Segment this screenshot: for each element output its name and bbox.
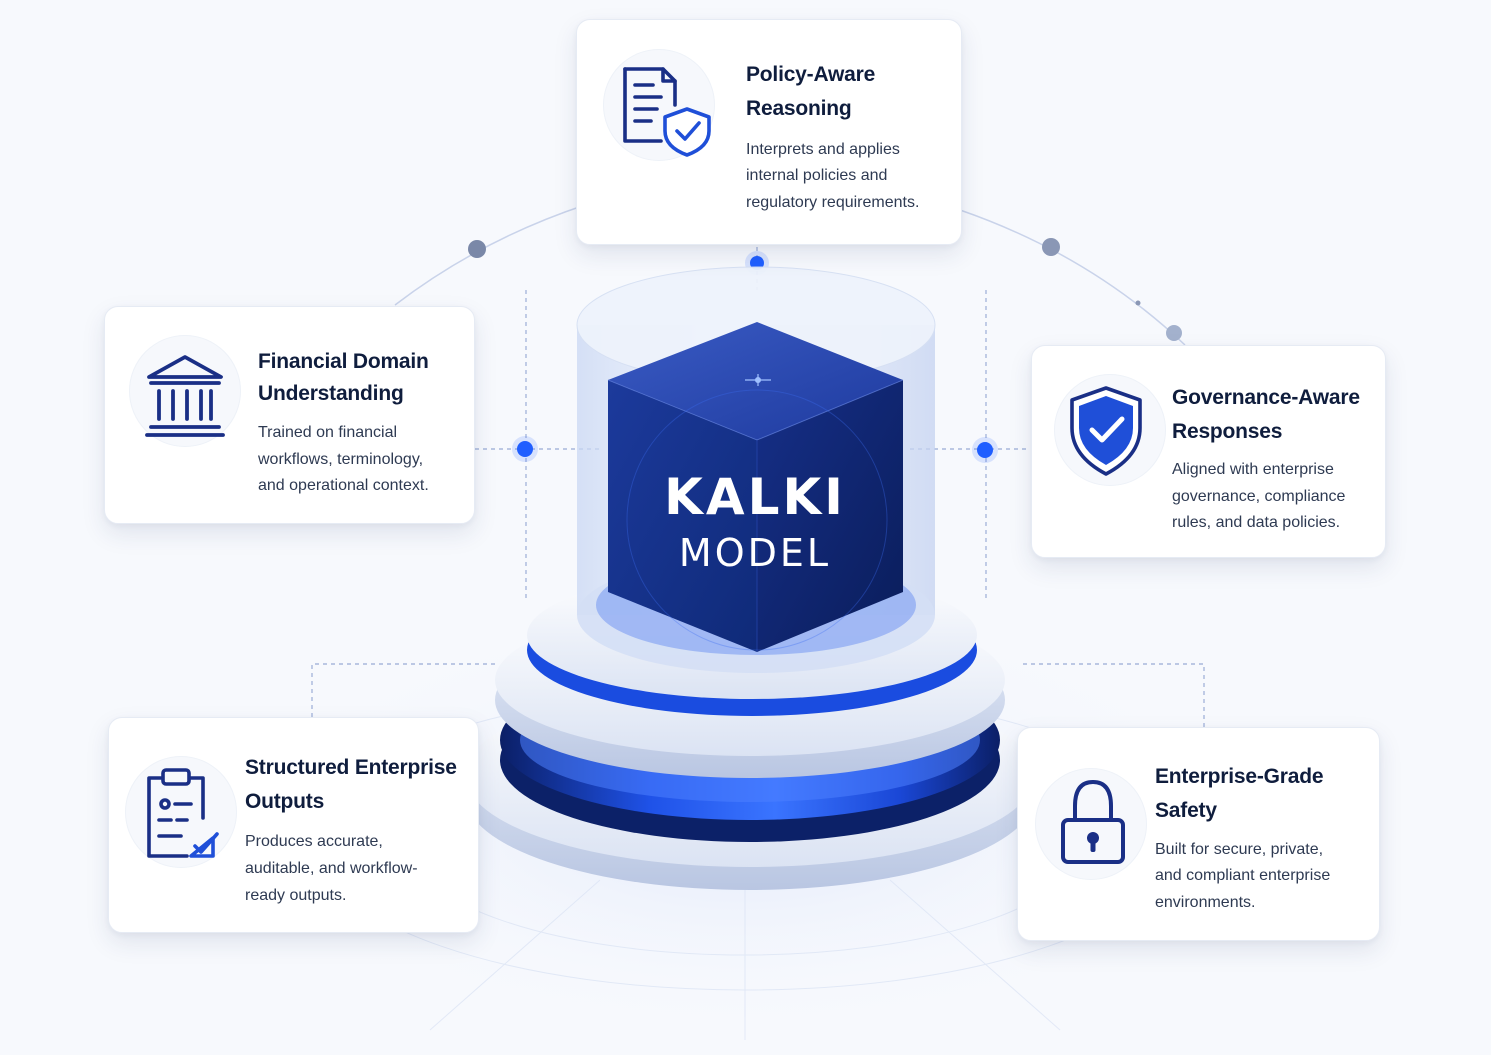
card-desc-line3: and operational context. [258, 477, 429, 494]
card-title-line2: Safety [1155, 799, 1217, 822]
model-name-line1: KALKI [664, 468, 846, 526]
model-name-line2: MODEL [678, 531, 832, 575]
card-desc-line2: internal policies and [746, 167, 888, 184]
feature-card-policy: Policy-Aware Reasoning Interprets and ap… [576, 19, 962, 245]
shield-check-icon [1070, 386, 1142, 476]
card-desc-line2: and compliant enterprise [1155, 867, 1331, 884]
card-desc-line1: Built for secure, private, [1155, 841, 1324, 858]
icon-badge [1035, 768, 1147, 880]
card-title-line1: Structured Enterprise [245, 756, 457, 779]
card-title-line2: Outputs [245, 790, 325, 813]
card-desc-line3: rules, and data policies. [1172, 514, 1341, 531]
card-title-line2: Responses [1172, 420, 1283, 443]
icon-badge [129, 335, 241, 447]
icon-badge [1054, 374, 1166, 486]
icon-badge [603, 49, 715, 161]
card-desc-line1: Trained on financial [258, 424, 398, 441]
card-desc-line3: ready outputs. [245, 887, 347, 904]
card-desc-line2: auditable, and workflow- [245, 860, 418, 877]
icon-badge [125, 756, 237, 868]
card-title-line1: Enterprise-Grade [1155, 765, 1324, 788]
lock-icon [1061, 780, 1125, 864]
card-desc-line2: governance, compliance [1172, 488, 1346, 505]
card-desc-line3: environments. [1155, 894, 1256, 911]
feature-card-structured: Structured Enterprise Outputs Produces a… [108, 717, 479, 933]
document-shield-icon [623, 67, 711, 157]
card-desc-line1: Aligned with enterprise [1172, 461, 1334, 478]
bank-icon [145, 355, 225, 437]
card-title-line2: Reasoning [746, 97, 852, 120]
model-name: KALKI MODEL [620, 468, 890, 576]
card-desc-line2: workflows, terminology, [258, 451, 424, 468]
feature-card-governance: Governance-Aware Responses Aligned with … [1031, 345, 1386, 558]
card-desc-line3: regulatory requirements. [746, 194, 920, 211]
card-desc-line1: Produces accurate, [245, 833, 383, 850]
card-title-line1: Financial Domain [258, 350, 429, 373]
card-desc-line1: Interprets and applies [746, 141, 900, 158]
feature-card-financial: Financial Domain Understanding Trained o… [104, 306, 475, 524]
clipboard-check-icon [147, 768, 219, 858]
card-title-line1: Policy-Aware [746, 63, 876, 86]
feature-card-safety: Enterprise-Grade Safety Built for secure… [1017, 727, 1380, 941]
card-title-line1: Governance-Aware [1172, 386, 1360, 409]
card-title-line2: Understanding [258, 382, 404, 405]
